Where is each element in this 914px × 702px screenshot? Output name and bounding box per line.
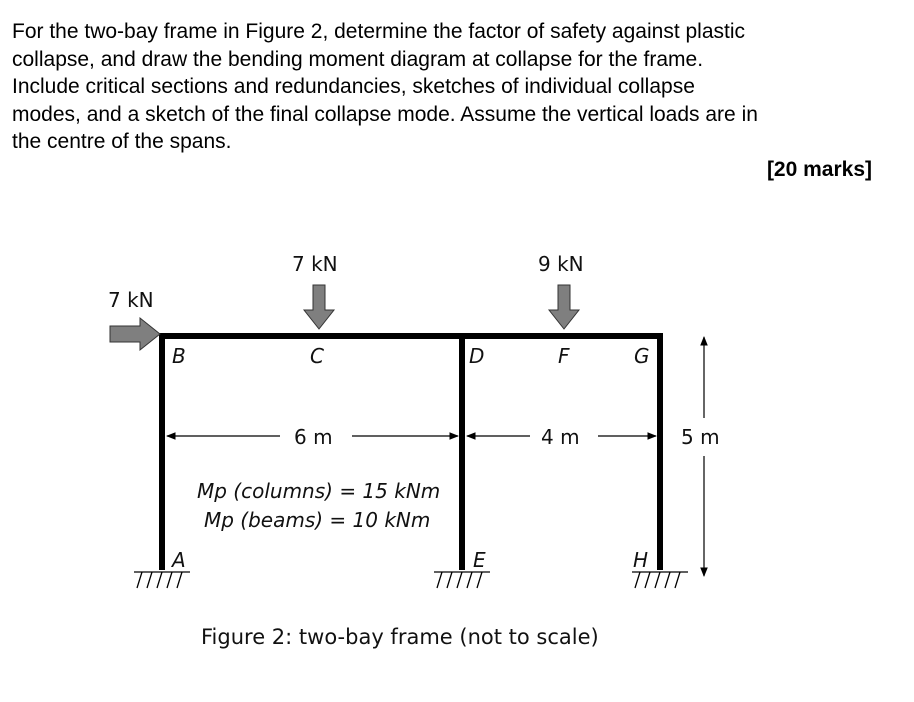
support-e <box>434 571 490 589</box>
question-line: modes, and a sketch of the final collaps… <box>12 102 758 126</box>
question-line: Include critical sections and redundanci… <box>12 75 695 98</box>
load-label-f: 9 kN <box>538 252 584 276</box>
node-label-d: D <box>469 344 484 368</box>
vertical-load-arrow-f <box>547 284 581 330</box>
marks-label: [20 marks] <box>766 158 872 181</box>
dimension-label-span1: 6 m <box>294 425 333 449</box>
dimension-label-height: 5 m <box>681 425 720 449</box>
node-label-f: F <box>558 344 570 368</box>
question-line: collapse, and draw the bending moment di… <box>12 47 704 71</box>
question-line: the centre of the spans. <box>12 130 232 153</box>
vertical-load-arrow-c <box>302 284 336 330</box>
node-label-g: G <box>634 344 650 368</box>
node-label-e: E <box>473 548 486 572</box>
node-label-c: C <box>310 344 324 368</box>
mp-columns-label: Mp (columns) = 15 kNm <box>197 479 440 503</box>
question-text: For the two-bay frame in Figure 2, deter… <box>12 18 892 156</box>
figure-caption: Figure 2: two-bay frame (not to scale) <box>201 625 599 649</box>
node-label-a: A <box>170 548 186 572</box>
dimension-label-span2: 4 m <box>541 425 580 449</box>
horizontal-load-arrow <box>109 316 161 352</box>
support-h <box>632 571 688 589</box>
support-a <box>134 571 190 589</box>
question-line: For the two-bay frame in Figure 2, deter… <box>12 20 746 43</box>
node-label-b: B <box>172 344 186 368</box>
mp-beams-label: Mp (beams) = 10 kNm <box>204 508 430 532</box>
node-label-h: H <box>633 548 648 572</box>
load-label-horizontal: 7 kN <box>108 288 154 312</box>
load-label-c: 7 kN <box>292 252 338 276</box>
